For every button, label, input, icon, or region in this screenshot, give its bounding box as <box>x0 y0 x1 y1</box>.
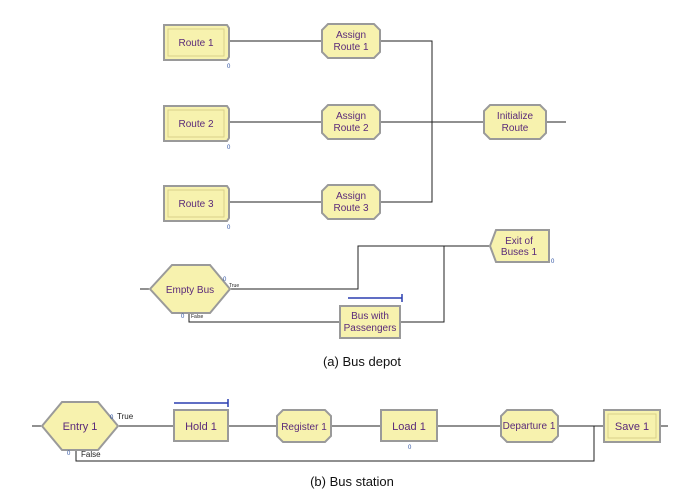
empty-bus-true-count: 0 <box>223 277 227 283</box>
route2-label: Route 2 <box>178 119 213 130</box>
departure-label: Departure 1 <box>503 421 556 432</box>
entry-decide[interactable]: Entry 1 0 True 0 False <box>40 401 134 459</box>
connector-buswith-exit[interactable] <box>400 246 445 323</box>
bus-with-passengers-line1: Bus with <box>351 311 389 322</box>
initialize-route-line1: Initialize <box>497 111 534 122</box>
entry-true-label: True <box>117 412 134 421</box>
assign-route1-line1: Assign <box>336 30 366 41</box>
register-label: Register 1 <box>281 422 327 433</box>
assign-route1-block[interactable]: Assign Route 1 <box>321 23 381 59</box>
save-label: Save 1 <box>615 421 649 433</box>
assign-route3-line2: Route 3 <box>333 203 368 214</box>
load-label: Load 1 <box>392 421 426 433</box>
assign-route1-line2: Route 1 <box>333 42 368 53</box>
connector-assign1-init[interactable] <box>380 40 433 122</box>
assign-route3-line1: Assign <box>336 191 366 202</box>
assign-route2-block[interactable]: Assign Route 2 <box>321 104 381 140</box>
assign-route2-line2: Route 2 <box>333 123 368 134</box>
route3-count: 0 <box>227 225 231 231</box>
exit-buses-block[interactable]: Exit of Buses 1 0 <box>488 229 555 265</box>
connector-entry-false[interactable] <box>75 426 595 462</box>
empty-bus-false-count: 0 <box>181 314 185 320</box>
load-block[interactable]: Load 1 0 <box>380 409 438 451</box>
empty-bus-decide[interactable]: Empty Bus 0 True 0 False <box>148 264 239 320</box>
exit-buses-line2: Buses 1 <box>501 247 538 258</box>
entry-false-count: 0 <box>67 451 71 457</box>
assign-route2-line1: Assign <box>336 111 366 122</box>
exit-buses-line1: Exit of <box>505 236 533 247</box>
entry-label: Entry 1 <box>63 421 98 433</box>
empty-bus-label: Empty Bus <box>166 285 214 296</box>
hold-block[interactable]: Hold 1 <box>173 399 229 442</box>
connector-emptybus-false[interactable] <box>188 313 340 323</box>
initialize-route-line2: Route <box>502 123 529 134</box>
route2-block[interactable]: Route 2 0 <box>163 105 231 151</box>
connector-emptybus-exit[interactable] <box>228 245 490 290</box>
departure-block[interactable]: Departure 1 <box>500 409 559 443</box>
route3-label: Route 3 <box>178 199 213 210</box>
hold-label: Hold 1 <box>185 421 217 433</box>
station-caption: (b) Bus station <box>310 474 394 489</box>
route1-block[interactable]: Route 1 0 <box>163 24 231 70</box>
empty-bus-false-label: False <box>191 314 203 320</box>
assign-route3-block[interactable]: Assign Route 3 <box>321 184 381 220</box>
depot-caption: (a) Bus depot <box>323 354 401 369</box>
depot-diagram: Route 1 0 Route 2 0 Route 3 0 Assign Rou… <box>140 23 566 369</box>
station-diagram: Entry 1 0 True 0 False Hold 1 Register 1… <box>32 399 668 489</box>
exit-buses-count: 0 <box>551 259 555 265</box>
route1-count: 0 <box>227 64 231 70</box>
save-block[interactable]: Save 1 <box>603 409 661 443</box>
initialize-route-block[interactable]: Initialize Route <box>483 104 547 140</box>
register-block[interactable]: Register 1 <box>276 409 332 443</box>
entry-false-label: False <box>81 450 101 459</box>
empty-bus-true-label: True <box>229 283 239 289</box>
entry-true-count: 0 <box>110 415 114 421</box>
route2-count: 0 <box>227 145 231 151</box>
bus-with-passengers-line2: Passengers <box>344 323 397 334</box>
load-count: 0 <box>408 445 412 451</box>
connector-assign3-init[interactable] <box>380 122 433 203</box>
route3-block[interactable]: Route 3 0 <box>163 185 231 231</box>
bus-with-passengers-block[interactable]: Bus with Passengers <box>339 294 403 339</box>
route1-label: Route 1 <box>178 38 213 49</box>
